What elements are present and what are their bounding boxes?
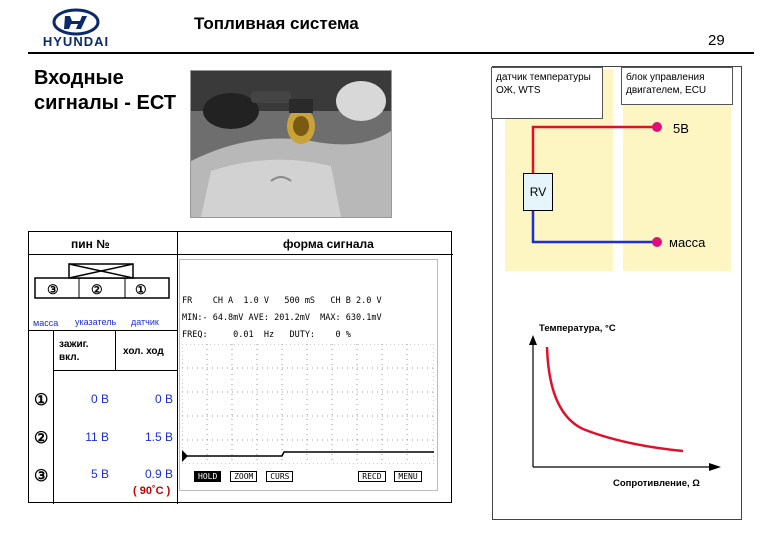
signal-column-header: форма сигнала — [283, 237, 374, 251]
connector-label-sensor: датчик — [131, 317, 159, 327]
row-pin-1: ① — [34, 392, 49, 409]
hyundai-logo — [52, 8, 100, 36]
circuit-panel: датчик температуры ОЖ, WTS блок управлен… — [491, 66, 742, 520]
connector-label-ground: масса — [33, 318, 59, 328]
zoom-button[interactable]: ZOOM — [230, 471, 258, 482]
scope-buttons: HOLD ZOOM CURS RECD MENU — [194, 471, 422, 482]
brand-wordmark: HYUNDAI — [42, 34, 110, 49]
page-title: Топливная система — [194, 14, 359, 33]
header-rule — [28, 52, 754, 54]
resistance-temperature-graph — [529, 335, 721, 471]
row1-ign-value: 0 В — [90, 392, 109, 406]
sensor-label: датчик температуры ОЖ, WTS — [491, 67, 603, 119]
graph-x-label: Сопротивление, Ω — [613, 478, 700, 489]
temperature-note: ( 90˚C ) — [133, 485, 171, 497]
circuit-wiring — [531, 122, 662, 247]
ecu-label: блок управления двигателем, ECU — [621, 67, 733, 105]
hold-button[interactable]: HOLD — [194, 471, 222, 482]
connector-pin-3: ③ — [47, 282, 59, 297]
connector-diagram — [34, 263, 170, 299]
scope-waveform-grid — [182, 344, 434, 464]
graph-y-label: Температура, °С — [539, 323, 616, 334]
scope-line-3: FREQ: 0.01 Hz DUTY: 0 % — [182, 330, 351, 340]
resistor-rv: RV — [523, 173, 553, 211]
menu-button[interactable]: MENU — [394, 471, 422, 482]
recd-button[interactable]: RECD — [358, 471, 386, 482]
pin-signal-table: пин № форма сигнала ③ ② ① масса указател… — [28, 231, 453, 504]
row-pin-2: ② — [34, 430, 49, 447]
row2-idle-value: 1.5 В — [144, 430, 173, 444]
row2-ign-value: 11 В — [85, 430, 109, 444]
row-pin-3: ③ — [34, 468, 49, 485]
subheader-ignition: зажиг. вкл. — [59, 339, 89, 363]
connector-pin-2: ② — [91, 282, 103, 297]
pin-column-header: пин № — [71, 237, 110, 251]
row3-ign-value: 5 В — [90, 467, 109, 481]
section-heading: Входные сигналы - ЕСТ — [34, 67, 177, 114]
ground-label: масса — [669, 235, 706, 250]
page-number: 29 — [708, 32, 725, 49]
row3-idle-value: 0.9 В — [144, 467, 173, 481]
sensor-photo — [190, 70, 392, 218]
connector-label-gauge: указатель — [75, 317, 117, 327]
oscilloscope-screen: FR CH A 1.0 V 500 mS CH B 2.0 V MIN:- 64… — [179, 259, 438, 491]
scope-line-1: FR CH A 1.0 V 500 mS CH B 2.0 V — [182, 296, 382, 306]
connector-pin-1: ① — [135, 282, 147, 297]
subheader-idle: хол. ход — [123, 346, 164, 357]
row1-idle-value: 0 В — [154, 392, 173, 406]
scope-line-2: MIN:- 64.8mV AVE: 201.2mV MAX: 630.1mV — [182, 313, 382, 323]
voltage-5v-label: 5В — [673, 121, 689, 136]
curs-button[interactable]: CURS — [266, 471, 294, 482]
